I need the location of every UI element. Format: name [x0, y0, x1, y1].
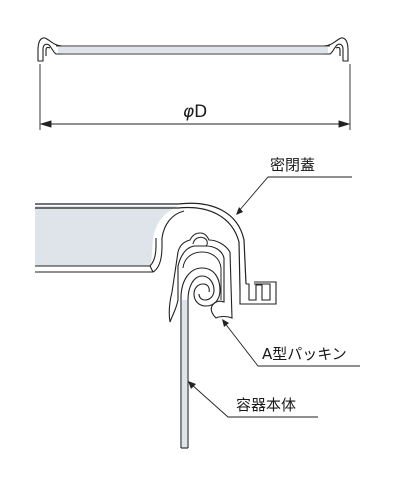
dimension-phi-d [39, 64, 351, 130]
lid-profile-body [56, 45, 330, 55]
gasket-label: A型パッキン [262, 345, 347, 363]
lid-profile-left-rim [37, 37, 63, 62]
callouts [188, 176, 360, 418]
body-label: 容器本体 [236, 396, 296, 414]
a-type-gasket [168, 232, 233, 323]
container-body-fill [182, 300, 187, 448]
lid-section-outer [35, 202, 247, 285]
gasket-leader [223, 321, 360, 367]
cross-section-detail [35, 202, 277, 449]
lid-section-panel [35, 206, 178, 266]
lid-profile-panel [58, 47, 328, 53]
dimension-label: φD [183, 102, 207, 122]
lid-hook [246, 283, 271, 301]
dimension-arrow-right [338, 120, 351, 128]
lid-panel-bottom-edge [35, 238, 157, 267]
container-body-wall [180, 267, 221, 448]
lid-leader [237, 176, 352, 213]
body-leader [190, 383, 318, 418]
dimension-arrow-left [39, 120, 52, 128]
lid-section-inner [35, 206, 241, 291]
dimension-letter: D [194, 102, 207, 122]
lid-profile-view [37, 37, 349, 62]
lid-label: 密閉蓋 [270, 156, 315, 174]
dimension-symbol: φ [183, 102, 195, 122]
lid-profile-right-rim [323, 37, 349, 62]
